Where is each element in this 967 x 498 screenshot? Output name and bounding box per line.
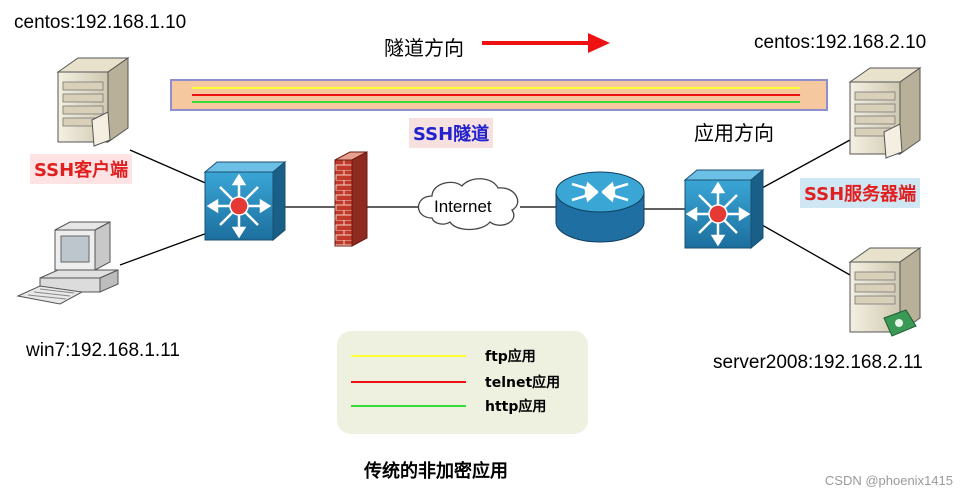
internet-label: Internet xyxy=(434,197,492,217)
diagram-footer-caption: 传统的非加密应用 xyxy=(364,457,508,483)
server2008-host-label: server2008:192.168.2.11 xyxy=(713,352,923,374)
client-host-label: centos:192.168.1.10 xyxy=(14,12,186,34)
legend-item-http: http应用 xyxy=(337,396,588,416)
app-direction-label: 应用方向 xyxy=(694,117,774,146)
ssh-server-label: SSH服务器端 xyxy=(800,178,920,208)
firewall-icon xyxy=(335,152,367,246)
right-switch-icon xyxy=(685,170,763,248)
ssh-client-label: SSH客户端 xyxy=(30,154,132,184)
tunnel-direction-arrow xyxy=(482,33,610,53)
legend-label: telnet应用 xyxy=(485,372,560,392)
legend-line xyxy=(351,355,466,357)
server2008-icon xyxy=(850,248,920,336)
tunnel-direction-label: 隧道方向 xyxy=(384,32,464,61)
router-icon xyxy=(556,172,644,242)
legend-label: http应用 xyxy=(485,396,546,416)
legend-item-ftp: ftp应用 xyxy=(337,346,588,366)
ssh-tunnel-bar xyxy=(171,80,827,110)
win7-host-label: win7:192.168.1.11 xyxy=(26,340,180,362)
ssh-server-icon xyxy=(850,68,920,158)
legend-item-telnet: telnet应用 xyxy=(337,372,588,392)
legend-label: ftp应用 xyxy=(485,346,536,366)
ssh-client-server-icon xyxy=(58,58,128,146)
watermark-text: CSDN @phoenix1415 xyxy=(825,473,953,488)
win7-pc-icon xyxy=(18,222,118,304)
legend-line xyxy=(351,381,466,383)
left-switch-icon xyxy=(205,162,285,240)
legend-box: ftp应用 telnet应用 http应用 xyxy=(337,331,588,434)
server-host-label: centos:192.168.2.10 xyxy=(754,32,926,54)
legend-line xyxy=(351,405,466,407)
ssh-tunnel-label: SSH隧道 xyxy=(409,118,493,148)
